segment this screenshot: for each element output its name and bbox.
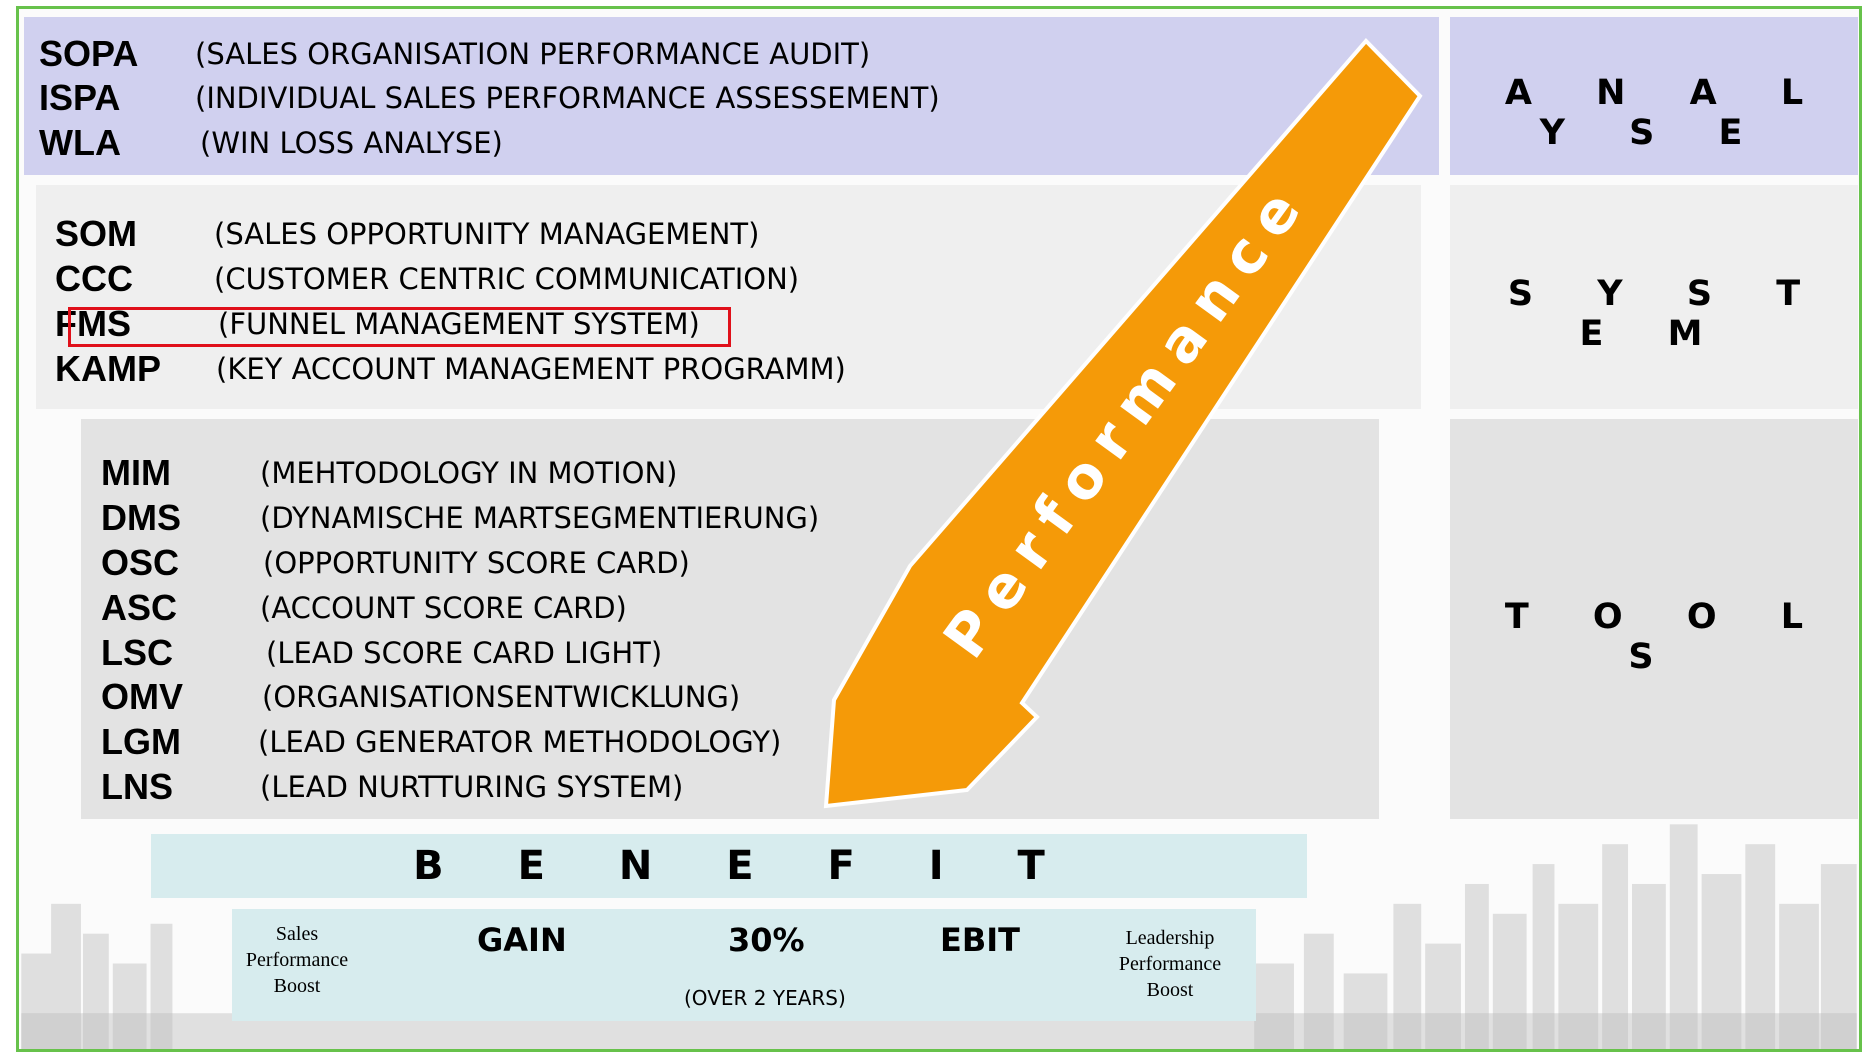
leadership-performance-note: Leadership Performance Boost <box>1100 925 1240 1003</box>
item-description: (OPPORTUNITY SCORE CARD) <box>263 546 690 580</box>
fms-highlight-box <box>68 307 731 347</box>
note-line: Leadership <box>1125 927 1215 949</box>
item-description: (CUSTOMER CENTRIC COMMUNICATION) <box>214 262 800 296</box>
note-line: Performance <box>245 949 349 971</box>
item-description: (ACCOUNT SCORE CARD) <box>260 591 627 625</box>
note-line: Boost <box>1146 979 1194 1001</box>
item-abbreviation: CCC <box>55 258 133 299</box>
benefit-title: B E N E F I T <box>151 834 1307 898</box>
gain-word: GAIN <box>477 921 567 959</box>
item-description: (INDIVIDUAL SALES PERFORMANCE ASSESSEMEN… <box>195 81 940 115</box>
period-note: (OVER 2 YEARS) <box>684 986 846 1010</box>
item-abbreviation: ISPA <box>39 77 121 118</box>
note-line: Performance <box>1118 953 1222 975</box>
item-abbreviation: DMS <box>101 497 181 538</box>
percent-value: 30% <box>728 921 805 959</box>
tools-label: T O O L S <box>1504 597 1830 677</box>
item-description: (DYNAMISCHE MARTSEGMENTIERUNG) <box>260 501 820 535</box>
sales-performance-note: Sales Performance Boost <box>232 921 362 999</box>
item-description: (LEAD SCORE CARD LIGHT) <box>266 636 663 670</box>
item-abbreviation: WLA <box>39 122 121 163</box>
analyse-label-box: A N A L Y S E <box>1450 17 1858 175</box>
note-line: Boost <box>273 975 321 997</box>
item-abbreviation: LGM <box>101 721 181 762</box>
item-abbreviation: MIM <box>101 452 171 493</box>
item-abbreviation: OMV <box>101 676 184 717</box>
item-description: (ORGANISATIONSENTWICKLUNG) <box>262 680 741 714</box>
item-abbreviation: ASC <box>101 587 178 628</box>
item-abbreviation: SOM <box>55 213 138 254</box>
item-description: (LEAD NURTTURING SYSTEM) <box>260 770 684 804</box>
item-description: (SALES OPPORTUNITY MANAGEMENT) <box>214 217 760 251</box>
diagram-frame: A N A L Y S E SOPA (SALES ORGANISATION P… <box>16 6 1862 1052</box>
item-description: (MEHTODOLOGY IN MOTION) <box>260 456 678 490</box>
analyse-label: A N A L Y S E <box>1504 73 1830 153</box>
system-label-box: S Y S T E M <box>1450 185 1858 409</box>
item-abbreviation: LNS <box>101 766 173 807</box>
item-abbreviation: OSC <box>101 542 180 583</box>
item-description: (SALES ORGANISATION PERFORMANCE AUDIT) <box>195 37 871 71</box>
tools-label-box: T O O L S <box>1450 419 1858 819</box>
item-abbreviation: LSC <box>101 632 173 673</box>
benefit-details-box: Sales Performance Boost GAIN 30% EBIT (O… <box>232 909 1256 1021</box>
item-abbreviation: KAMP <box>55 348 161 389</box>
ebit-word: EBIT <box>940 921 1020 959</box>
item-description: (FUNNEL MANAGEMENT SYSTEM) <box>218 307 700 341</box>
item-abbreviation: SOPA <box>39 33 139 74</box>
item-description: (WIN LOSS ANALYSE) <box>200 126 503 160</box>
system-label: S Y S T E M <box>1507 274 1827 354</box>
item-description: (KEY ACCOUNT MANAGEMENT PROGRAMM) <box>216 352 846 386</box>
note-line: Sales <box>275 923 319 945</box>
item-description: (LEAD GENERATOR METHODOLOGY) <box>258 725 782 759</box>
